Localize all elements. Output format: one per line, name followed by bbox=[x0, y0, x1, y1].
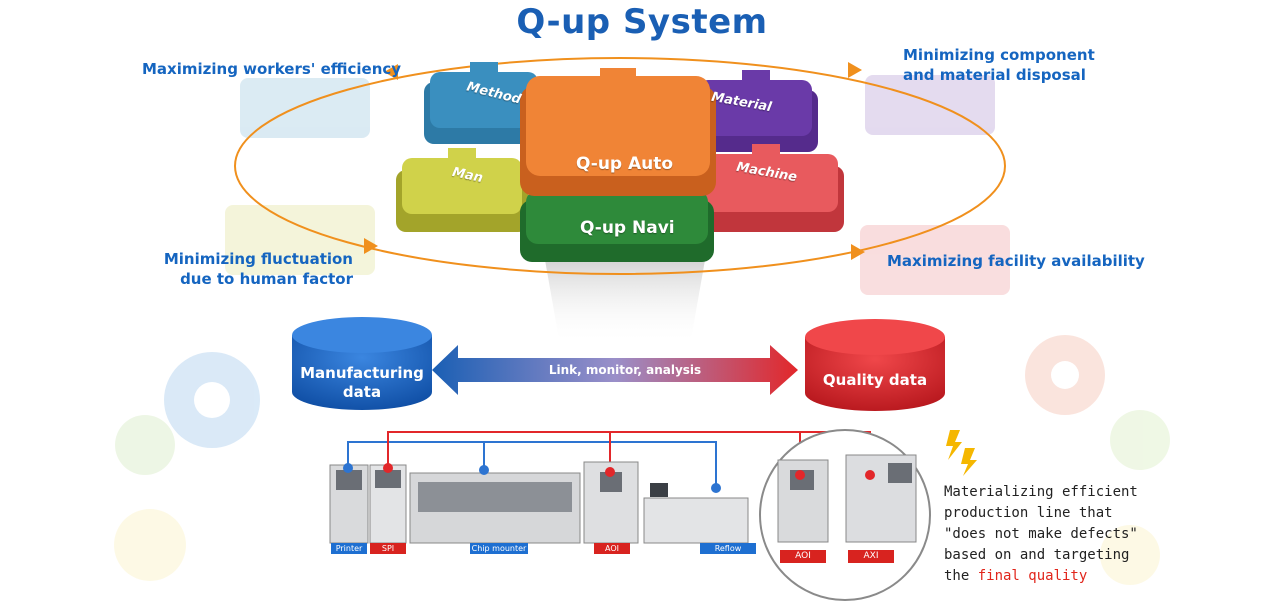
goal-bottom-left: Minimizing fluctuation due to human fact… bbox=[160, 249, 353, 289]
page-title: Q-up System bbox=[516, 2, 768, 42]
goal-top-left: Maximizing workers' efficiency bbox=[142, 60, 402, 78]
gear-label-q-up-navi: Q-up Navi bbox=[580, 218, 675, 238]
goal-top-right-line1: Minimizing component bbox=[903, 46, 1095, 64]
tag-spi: SPI bbox=[370, 543, 406, 554]
spi-machine-icon bbox=[369, 464, 407, 544]
manufacturing-data-label: Manufacturing data bbox=[292, 364, 432, 402]
reflow-furnace-icon bbox=[643, 497, 749, 544]
link-arrow-label: Link, monitor, analysis bbox=[548, 363, 702, 377]
goal-top-right-line2: and material disposal bbox=[903, 66, 1086, 84]
zoom-axi-machine-icon bbox=[845, 454, 917, 543]
summary-line4: based on and targeting bbox=[944, 547, 1130, 563]
monitor-icon bbox=[650, 483, 668, 497]
chip-mounter-machine-icon bbox=[409, 472, 581, 544]
summary-line3: "does not make defects" bbox=[944, 526, 1138, 542]
q-up-navi-gear-icon bbox=[520, 190, 714, 262]
tag-chip-mounter: Chip mounter bbox=[470, 543, 528, 554]
summary-line1: Materializing efficient bbox=[944, 484, 1138, 500]
summary-line5-prefix: the bbox=[944, 568, 978, 584]
goal-bottom-right: Maximizing facility availability bbox=[887, 252, 1145, 270]
summary-line5: the final quality bbox=[944, 566, 1138, 587]
manufacturing-data-line2: data bbox=[342, 383, 382, 401]
summary-line2: production line that bbox=[944, 505, 1113, 521]
tag-printer: Printer bbox=[331, 543, 367, 554]
material-gear-icon bbox=[692, 70, 818, 152]
goal-bottom-left-line2: due to human factor bbox=[180, 270, 353, 288]
tag-reflow-furnace: Reflow furnace bbox=[700, 543, 756, 564]
summary-text: Materializing efficient production line … bbox=[944, 482, 1138, 587]
quality-data-label: Quality data bbox=[822, 371, 928, 389]
quality-db-icon bbox=[805, 319, 945, 411]
pastel-gear-blue bbox=[164, 352, 260, 448]
lightning-icon bbox=[946, 430, 977, 476]
tag-zoom-aoi: AOI bbox=[780, 550, 826, 563]
goal-top-right: Minimizing component and material dispos… bbox=[903, 45, 1095, 85]
tag-zoom-axi: AXI bbox=[848, 550, 894, 563]
printer-machine-icon bbox=[329, 464, 369, 544]
summary-highlight: final quality bbox=[977, 568, 1088, 584]
manufacturing-db-icon bbox=[292, 317, 432, 410]
gear-label-q-up-auto: Q-up Auto bbox=[576, 154, 674, 174]
q-up-auto-gear-icon bbox=[520, 68, 716, 196]
manufacturing-data-line1: Manufacturing bbox=[300, 364, 424, 382]
goal-bottom-left-line1: Minimizing fluctuation bbox=[163, 250, 353, 268]
machine-gear-icon bbox=[690, 144, 844, 232]
tag-aoi: AOI bbox=[594, 543, 630, 554]
method-gear-icon bbox=[424, 62, 544, 144]
man-gear-icon bbox=[396, 148, 528, 232]
